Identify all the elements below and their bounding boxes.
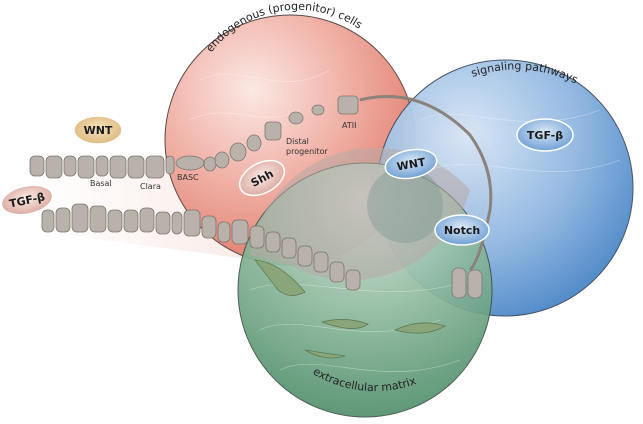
clara-label: Clara — [140, 182, 161, 191]
basc-label: BASC — [177, 173, 199, 182]
svg-text:WNT: WNT — [84, 124, 113, 137]
distal-progenitor-label-line2: progenitor — [286, 147, 328, 156]
svg-text:Notch: Notch — [444, 224, 480, 237]
tgf-right-badge: TGF-β — [516, 118, 574, 152]
overlap-center — [367, 167, 443, 243]
svg-text:WNT: WNT — [396, 156, 427, 174]
distal-progenitor-label-line1: Distal — [286, 137, 309, 146]
basal-label: Basal — [90, 179, 112, 188]
wnt-center-badge: WNT — [384, 148, 438, 180]
atii-label: ATII — [342, 121, 356, 130]
epithelium-bottom — [41, 203, 483, 299]
shh-badge: Shh — [238, 159, 286, 197]
notch-badge: Notch — [434, 214, 490, 246]
svg-text:TGF-β: TGF-β — [527, 129, 563, 142]
fibroblasts — [254, 259, 446, 359]
epithelium-top — [29, 95, 493, 272]
tgf-left-badge: TGF-β — [0, 184, 54, 216]
wnt-top-badge: WNT — [73, 115, 123, 145]
